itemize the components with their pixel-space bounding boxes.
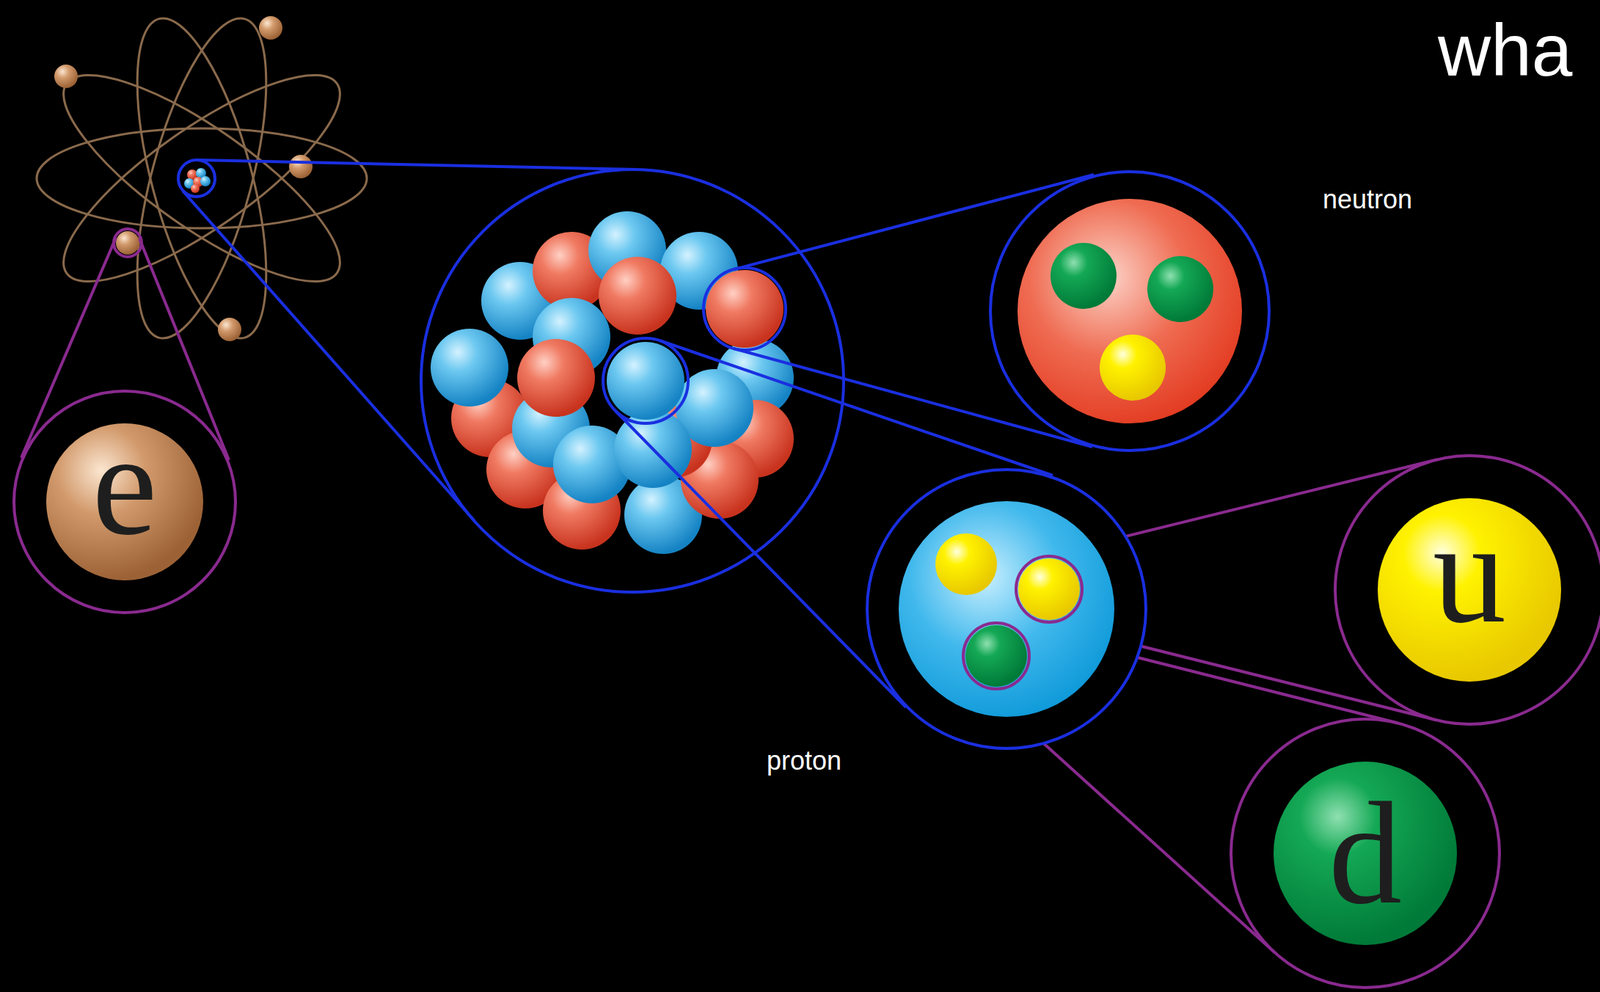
circle-shape	[289, 154, 313, 179]
quark-ball	[965, 625, 1028, 687]
zoom-ring	[1335, 455, 1600, 725]
circle-shape	[54, 64, 78, 89]
circle-outline	[865, 468, 1148, 750]
ellipse-shape	[110, 5, 293, 351]
path-shape	[182, 159, 637, 521]
quark-highlight	[1016, 556, 1083, 623]
particle-label: neutron	[1322, 183, 1413, 215]
neutron-circle: neutron	[988, 170, 1271, 452]
circle-shape	[217, 317, 242, 342]
up-quark-circle: u	[1333, 454, 1600, 726]
particle-symbol: u	[1432, 498, 1507, 646]
particle-ball	[1377, 498, 1562, 682]
quark-ball	[1147, 256, 1214, 323]
particle-ball	[1017, 198, 1242, 424]
particle-symbol: e	[92, 410, 158, 558]
electron-circle: e	[12, 389, 237, 615]
zoom-ring	[13, 391, 236, 613]
circle-shape	[598, 256, 677, 335]
quark-ball	[1018, 558, 1080, 620]
quark-ball	[935, 533, 997, 595]
zoom-ring	[867, 469, 1146, 749]
circle-outline	[988, 170, 1271, 452]
zoom-ring	[990, 171, 1270, 451]
electron-highlight	[113, 228, 142, 257]
particle-ball	[1273, 761, 1457, 945]
page-title: wha	[1437, 5, 1573, 94]
circle-shape	[606, 341, 685, 420]
atom-orbits	[36, 5, 367, 351]
circle-shape	[517, 338, 595, 417]
circle-shape	[115, 231, 140, 255]
proton-circle: proton	[865, 468, 1148, 750]
down-quark-circle: d	[1229, 717, 1501, 989]
particle-symbol: d	[1328, 779, 1402, 927]
quark-ball	[1099, 334, 1166, 401]
circle-shape	[603, 338, 689, 424]
ellipse-shape	[110, 5, 293, 351]
circle-shape	[705, 269, 784, 348]
ellipse-shape	[38, 42, 367, 314]
circle-shape	[430, 328, 509, 407]
quark-highlight	[963, 622, 1030, 689]
ellipse-shape	[38, 42, 367, 314]
particle-ball	[898, 501, 1115, 717]
circle-shape	[703, 267, 786, 350]
particle-label: proton	[766, 744, 842, 777]
circle-shape	[190, 184, 200, 193]
circle-shape	[258, 16, 283, 40]
zoom-ring	[1230, 718, 1500, 988]
quark-ball	[1050, 242, 1117, 309]
circle-shape	[200, 176, 211, 187]
